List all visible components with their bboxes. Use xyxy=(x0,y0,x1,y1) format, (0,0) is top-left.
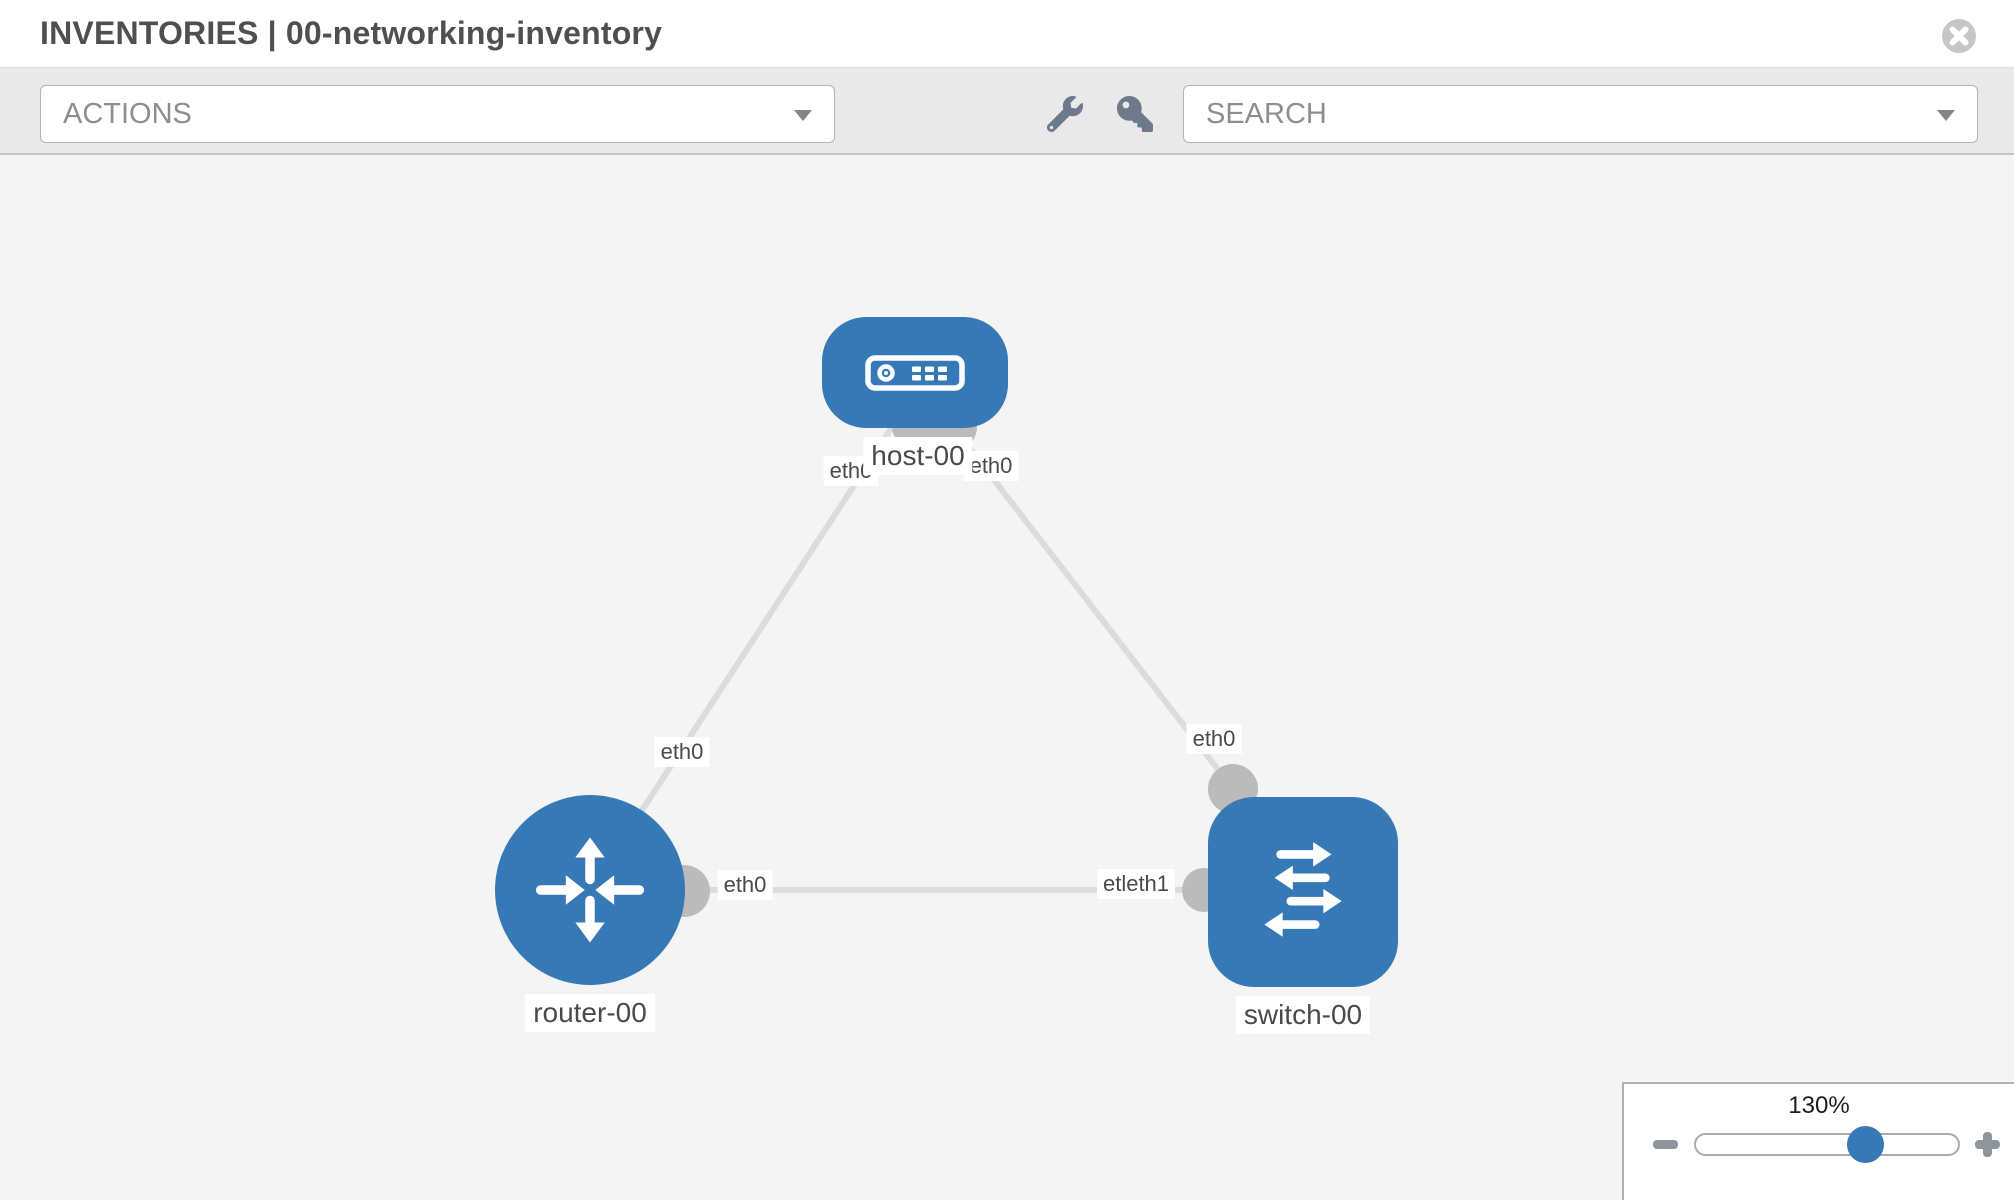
key-icon xyxy=(1117,96,1153,132)
configure-button[interactable] xyxy=(1046,96,1083,133)
node-router-00[interactable] xyxy=(495,795,685,985)
port-label-switch-left: etleth1 xyxy=(1096,869,1176,899)
node-label-router: router-00 xyxy=(525,994,655,1032)
topology-canvas[interactable]: host-00 router-00 switch-00 eth0 eth0 et… xyxy=(0,155,2014,1200)
search-placeholder: SEARCH xyxy=(1206,98,1327,130)
chevron-down-icon xyxy=(794,110,812,130)
host-icon xyxy=(865,354,965,391)
chevron-down-icon xyxy=(1937,110,1955,130)
zoom-panel: 130% xyxy=(1622,1082,2014,1200)
topology-links-layer xyxy=(587,403,1258,917)
zoom-out-button[interactable] xyxy=(1653,1140,1678,1149)
header-bar: INVENTORIES | 00-networking-inventory xyxy=(0,0,2014,67)
port-label-router-host-link: eth0 xyxy=(654,737,710,767)
credentials-button[interactable] xyxy=(1117,96,1153,132)
actions-dropdown-label: ACTIONS xyxy=(63,98,192,130)
router-icon xyxy=(535,837,645,943)
actions-dropdown[interactable]: ACTIONS xyxy=(40,85,835,143)
close-icon xyxy=(1942,19,1976,53)
toolbar: ACTIONS SEARCH xyxy=(0,67,2014,155)
zoom-level-value: 130% xyxy=(1788,1092,1850,1119)
page-title: INVENTORIES | 00-networking-inventory xyxy=(40,15,663,51)
port-label-switch-top: eth0 xyxy=(1186,724,1242,754)
port-label-router-right: eth0 xyxy=(717,870,773,900)
zoom-slider-thumb[interactable] xyxy=(1847,1126,1884,1163)
node-label-switch: switch-00 xyxy=(1235,996,1371,1034)
switch-icon xyxy=(1264,842,1342,937)
search-dropdown[interactable]: SEARCH xyxy=(1183,85,1978,143)
port-label-host-right: eth0 xyxy=(963,451,1019,481)
node-label-host: host-00 xyxy=(863,437,973,475)
zoom-slider-track[interactable] xyxy=(1694,1133,1960,1156)
wrench-icon xyxy=(1046,96,1083,133)
node-switch-00[interactable] xyxy=(1208,797,1398,987)
node-host-00[interactable] xyxy=(822,317,1008,428)
zoom-in-button[interactable] xyxy=(1975,1132,2000,1157)
close-button[interactable] xyxy=(1941,18,1977,54)
